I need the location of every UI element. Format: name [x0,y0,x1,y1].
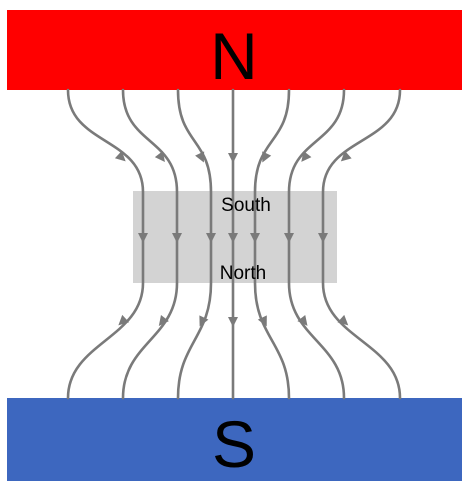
field-arrow-upper-left-1 [195,151,205,163]
north-pole-label: N [210,19,258,93]
north-pole-bar [7,10,462,90]
south-pole-bar [7,398,462,481]
field-arrow-mid-right-2 [284,233,294,243]
field-arrow-lower-center [228,317,238,327]
south-pole-label: S [212,407,256,481]
field-arrow-lower-right-1 [257,315,267,327]
field-arrow-upper-left-2 [154,150,165,162]
field-arrow-lower-right-2 [297,314,308,326]
field-arrow-upper-right-1 [262,151,272,163]
field-arrow-upper-center [228,153,238,163]
field-arrow-upper-left-3 [114,150,126,162]
field-line-left-3 [66,88,145,400]
field-lines [66,88,402,400]
field-arrow-mid-left-1 [206,233,216,243]
field-arrow-lower-left-1 [199,315,209,327]
field-arrow-mid-left-2 [172,233,182,243]
field-arrow-lower-right-3 [337,314,349,326]
field-arrow-upper-right-2 [301,150,312,162]
field-arrow-lower-left-2 [158,314,169,326]
field-arrow-upper-right-3 [340,150,352,162]
field-arrow-mid-center [228,233,238,243]
field-arrow-mid-left-3 [138,233,148,243]
field-arrow-mid-right-1 [250,233,260,243]
slab-bottom-label: North [220,263,266,284]
slab-top-label: South [221,195,271,216]
field-arrow-mid-right-3 [318,233,328,243]
field-arrow-lower-left-3 [118,314,130,326]
